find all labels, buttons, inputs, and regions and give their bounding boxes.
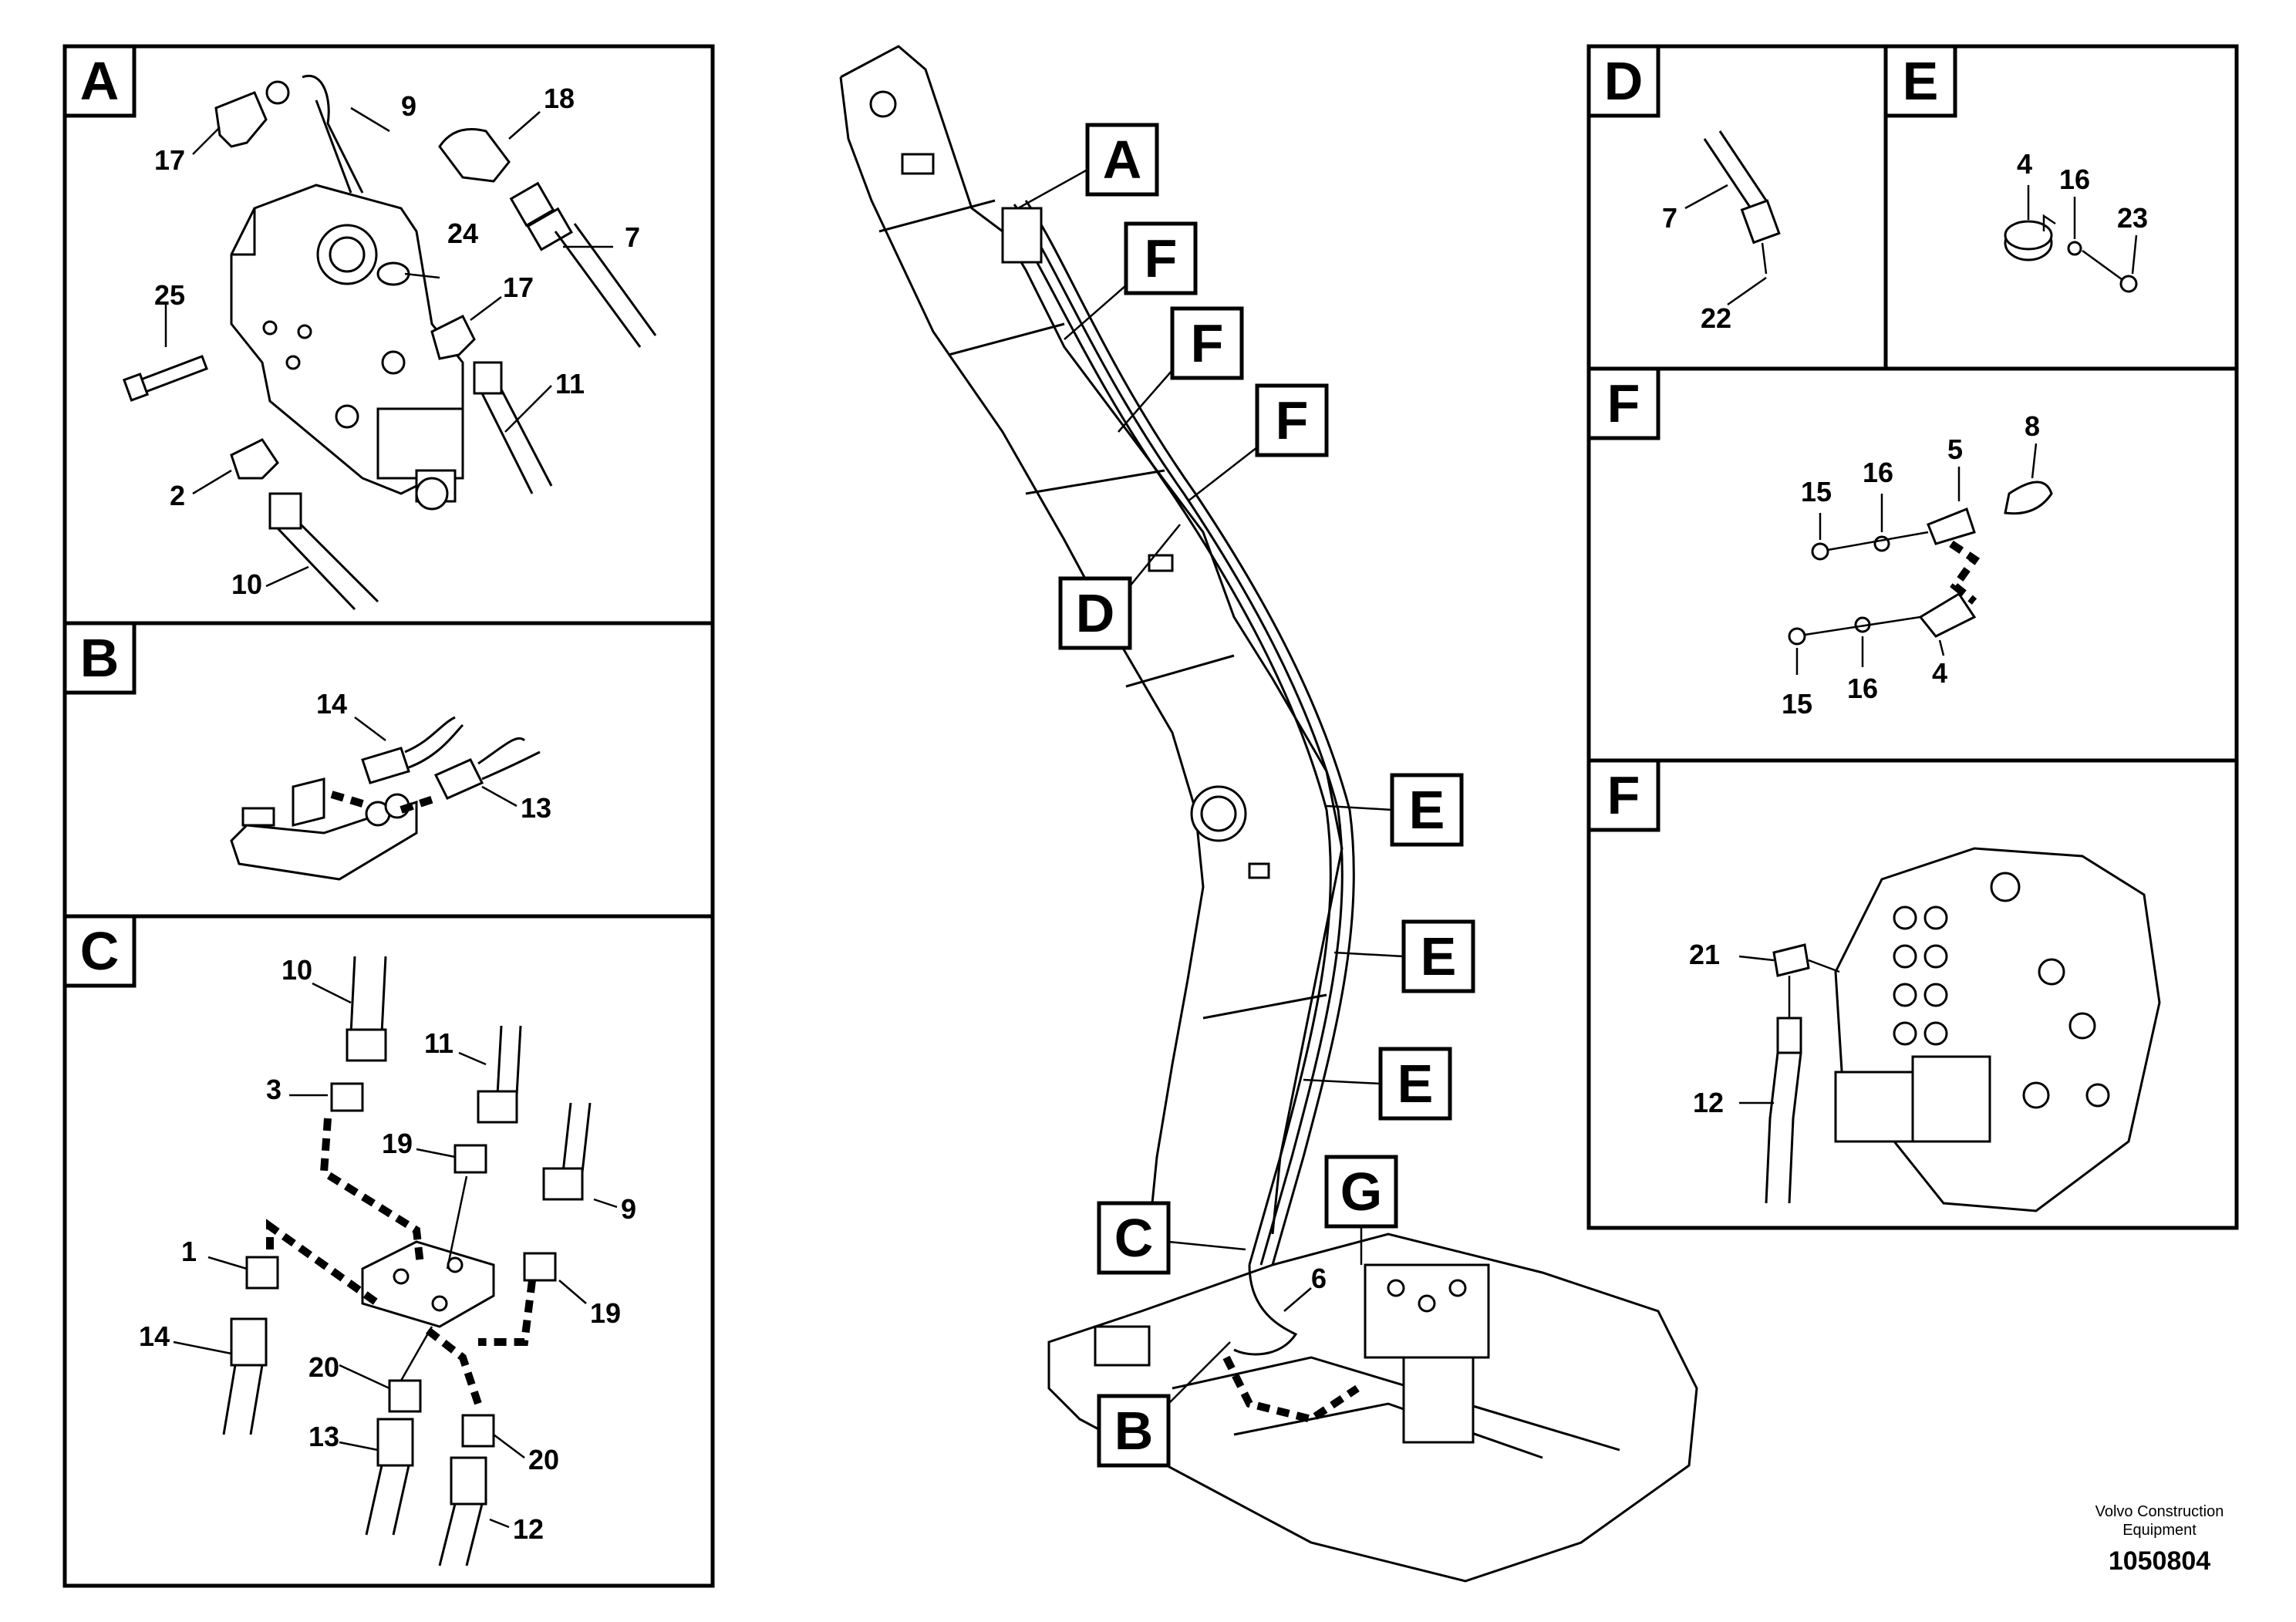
panel-d-letter: D bbox=[1604, 51, 1644, 111]
panel-c: C bbox=[62, 914, 715, 1588]
panel-d-label: 22 bbox=[1701, 302, 1731, 334]
panel-a-label: 25 bbox=[154, 279, 185, 311]
panel-a-label: 2 bbox=[170, 480, 185, 511]
panel-a-label: 9 bbox=[401, 90, 416, 122]
panel-b-letter: B bbox=[80, 628, 120, 688]
callout-c: C bbox=[1114, 1208, 1154, 1268]
panel-e-label: 4 bbox=[2017, 148, 2032, 180]
panel-b-label: 13 bbox=[521, 792, 551, 824]
panel-a-label: 10 bbox=[231, 568, 262, 600]
panel-a-label: 17 bbox=[503, 271, 534, 303]
company-name: Volvo Construction bbox=[2095, 1503, 2224, 1520]
panel-b: B 14 13 bbox=[62, 621, 715, 919]
callout-d: D bbox=[1076, 583, 1115, 643]
panel-f-label: 15 bbox=[1782, 688, 1812, 720]
panel-f-label: 4 bbox=[1932, 657, 1947, 689]
callout-f: F bbox=[1191, 313, 1224, 373]
main-part-label: 6 bbox=[1311, 1263, 1327, 1294]
panel-e-label: 23 bbox=[2117, 202, 2148, 234]
panel-a-label: 18 bbox=[544, 83, 575, 114]
callout-e: E bbox=[1421, 926, 1457, 986]
panel-a-label: 11 bbox=[555, 368, 585, 400]
panel-f-letter: F bbox=[1607, 373, 1640, 433]
panel-f-label: 16 bbox=[1863, 457, 1893, 488]
panel-c-letter: C bbox=[80, 921, 120, 981]
callout-e: E bbox=[1397, 1054, 1434, 1114]
panel-f-label: 16 bbox=[1847, 673, 1878, 704]
panel-f-valve-label: 12 bbox=[1693, 1087, 1724, 1118]
panel-c-label: 19 bbox=[590, 1297, 621, 1329]
panel-b-label: 14 bbox=[316, 688, 347, 720]
panel-f-clamps: F 5 8 15 16 15 16 4 bbox=[1586, 366, 2239, 763]
panel-d-label: 7 bbox=[1662, 202, 1677, 234]
main-boom-assembly: A F F F D E E E G C B 6 bbox=[839, 45, 1698, 1583]
panel-f-label: 15 bbox=[1801, 476, 1832, 508]
panel-c-label: 9 bbox=[621, 1193, 636, 1225]
panel-c-label: 14 bbox=[139, 1320, 170, 1352]
drawing-number: 1050804 bbox=[2109, 1546, 2210, 1576]
panel-a-label: 7 bbox=[625, 221, 640, 253]
panel-f-valve-label: 21 bbox=[1689, 939, 1720, 970]
panel-a-letter: A bbox=[80, 51, 120, 111]
callout-f: F bbox=[1276, 390, 1309, 450]
panel-e: E 4 16 23 bbox=[1883, 44, 2239, 371]
panel-e-label: 16 bbox=[2059, 164, 2090, 195]
panel-f-label: 8 bbox=[2025, 410, 2040, 442]
panel-a-label: 17 bbox=[154, 144, 185, 176]
panel-f-letter: F bbox=[1607, 765, 1640, 825]
panel-c-label: 12 bbox=[513, 1513, 544, 1545]
panel-c-label: 20 bbox=[308, 1351, 339, 1383]
callout-f: F bbox=[1145, 228, 1178, 288]
callout-a: A bbox=[1103, 130, 1142, 190]
panel-d: D 7 22 bbox=[1586, 44, 1888, 371]
panel-f-valve: F 21 12 bbox=[1586, 758, 2239, 1230]
panel-c-label: 13 bbox=[308, 1421, 339, 1452]
callout-g: G bbox=[1340, 1162, 1382, 1222]
panel-c-label: 11 bbox=[424, 1027, 453, 1059]
panel-a: A bbox=[62, 44, 715, 626]
callout-e: E bbox=[1409, 780, 1445, 840]
panel-a-label: 24 bbox=[447, 218, 478, 249]
panel-c-label: 1 bbox=[181, 1236, 197, 1267]
panel-c-label: 10 bbox=[282, 954, 312, 986]
panel-c-label: 19 bbox=[382, 1128, 413, 1159]
callout-b: B bbox=[1114, 1401, 1154, 1461]
panel-c-label: 3 bbox=[266, 1074, 282, 1105]
company-name-line2: Equipment bbox=[2122, 1522, 2197, 1539]
panel-e-letter: E bbox=[1903, 51, 1939, 111]
panel-c-label: 20 bbox=[528, 1444, 559, 1475]
panel-f-label: 5 bbox=[1947, 433, 1963, 465]
footer: Volvo Construction Equipment 1050804 bbox=[2095, 1503, 2224, 1576]
